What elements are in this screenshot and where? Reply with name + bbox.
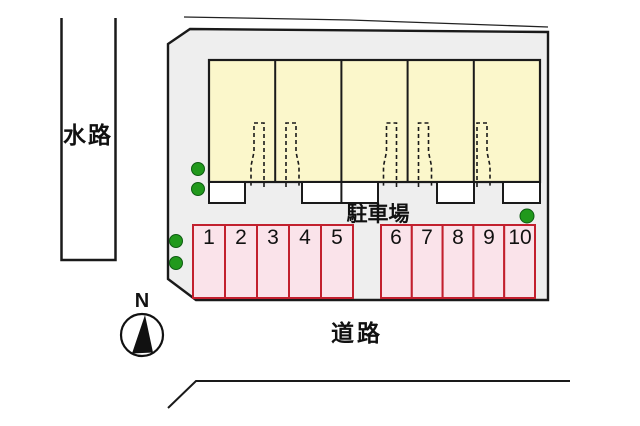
parking-space (410, 224, 444, 299)
waterway-label: 水路 (63, 122, 113, 148)
entry-path-dashed (285, 122, 300, 187)
building-block (207, 58, 542, 184)
upper-boundary-line (183, 16, 549, 28)
porch-box (436, 181, 475, 204)
parking-space (441, 224, 475, 299)
parking-space (503, 224, 537, 299)
porch-box (502, 181, 541, 204)
road-line (167, 380, 570, 409)
porch-box (208, 181, 246, 204)
north-label: N (134, 290, 150, 312)
parking-space-number: 4 (299, 226, 311, 249)
entry-paths (250, 122, 491, 187)
entry-path-dashed (250, 122, 265, 187)
parking-space (472, 224, 506, 299)
parking-space (256, 224, 290, 299)
parking-row-left (192, 224, 354, 299)
parking-space-number: 2 (235, 226, 247, 249)
parking-space-number: 6 (390, 226, 402, 249)
tree-dot (191, 182, 205, 196)
parking-space-number: 1 (203, 226, 215, 249)
parking-space-number: 8 (452, 226, 464, 249)
parking-space-number: 5 (331, 226, 343, 249)
entry-path-dashed (417, 122, 433, 187)
compass-needle (132, 315, 153, 354)
parking-space (288, 224, 322, 299)
parking-space (320, 224, 354, 299)
road-label: 道路 (331, 320, 383, 346)
parking-space-number: 7 (421, 226, 433, 249)
parking-space-number: 10 (508, 226, 532, 249)
tree-dot (519, 208, 535, 224)
tree-dot (191, 162, 205, 176)
waterway-outline (60, 18, 117, 262)
porch-box (301, 181, 379, 204)
tree-dot (169, 256, 183, 270)
trees (169, 162, 535, 270)
entry-path-dashed (476, 122, 491, 187)
parking-lot-label: 駐車場 (346, 203, 410, 226)
tree-dot (169, 234, 183, 248)
parking-space-number: 9 (483, 226, 495, 249)
entry-path-dashed (382, 122, 398, 187)
parking-row-right (380, 224, 537, 299)
parking-space-number: 3 (267, 226, 279, 249)
compass (119, 312, 165, 358)
